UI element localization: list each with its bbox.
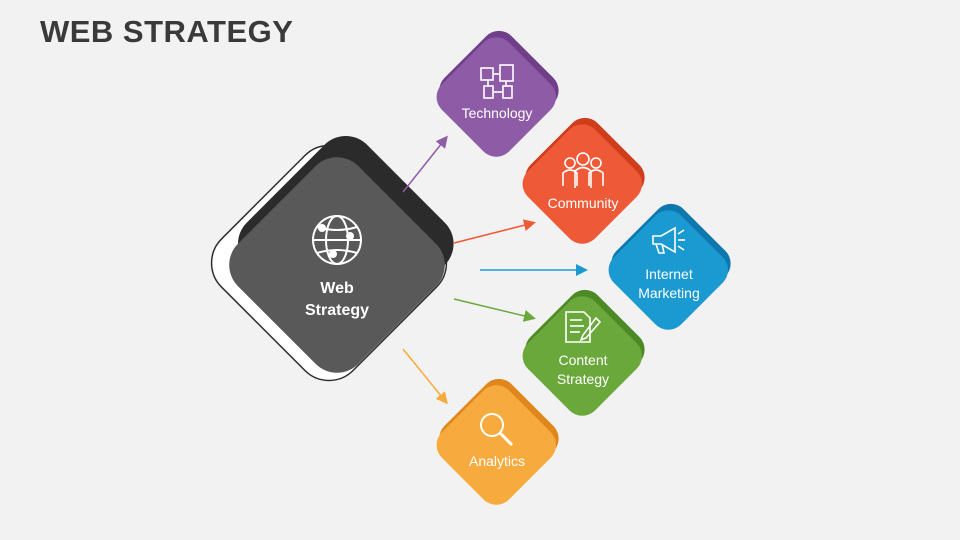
people-group-icon: [562, 152, 604, 188]
connector-technology: [402, 135, 448, 193]
connector-analytics: [402, 348, 448, 405]
node-label-content-strategy: Content Strategy: [556, 352, 610, 387]
node-label-analytics: Analytics: [468, 453, 526, 469]
node-label-internet-marketing: Internet Marketing: [638, 266, 700, 301]
slide-title: WEB STRATEGY: [40, 14, 294, 49]
node-technology: [436, 37, 557, 157]
magnifier-icon: [480, 413, 514, 447]
document-pen-icon: [565, 311, 602, 343]
center-label: Web Strategy: [304, 280, 370, 319]
node-label-community: Community: [547, 195, 619, 211]
connector-content-strategy: [453, 298, 536, 322]
connector-community: [453, 219, 536, 244]
node-internet-marketing: [608, 210, 729, 330]
network-blocks-icon: [480, 64, 514, 99]
megaphone-icon: [652, 226, 685, 254]
node-analytics: [436, 385, 557, 505]
node-content-strategy: [522, 296, 643, 416]
node-label-technology: Technology: [461, 105, 533, 121]
node-community: [522, 124, 643, 244]
globe-icon: [312, 215, 362, 265]
